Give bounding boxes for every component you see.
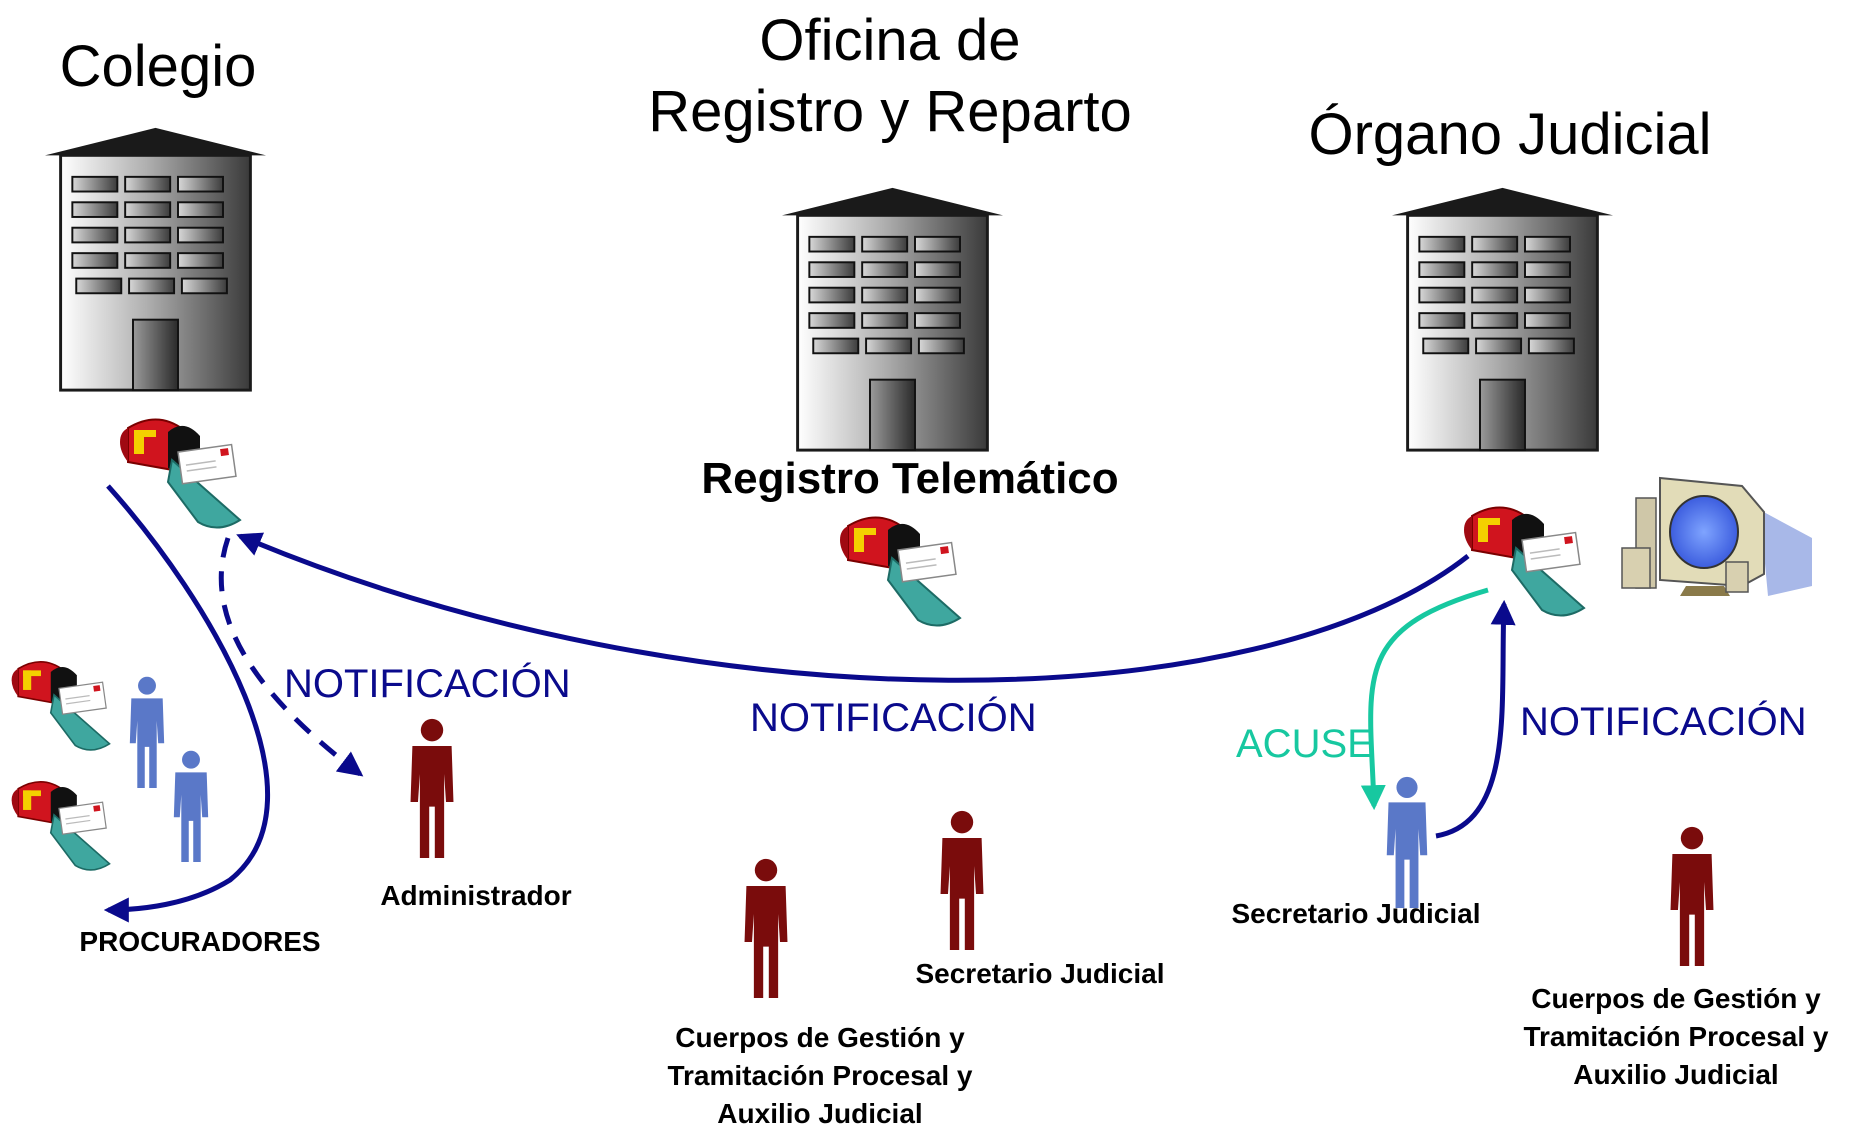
- administrador-person-icon: [410, 718, 454, 858]
- notificacion-dashed-label: NOTIFICACIÓN: [284, 662, 571, 706]
- computer-icon: [1621, 476, 1812, 596]
- procurador-person-icon: [173, 750, 209, 862]
- registro-telematico-label: Registro Telemático: [701, 454, 1119, 503]
- secretario-center-person-icon: [940, 810, 984, 950]
- notificacion-main-label: NOTIFICACIÓN: [750, 696, 1037, 740]
- cuerpos-right-label: Cuerpos de Gestión y Tramitación Procesa…: [1523, 983, 1829, 1090]
- registro-mailbox-icon: [839, 516, 961, 627]
- organo-mailbox-icon: [1463, 506, 1585, 617]
- colegio-mailbox-icon: [119, 418, 241, 529]
- acuse-label: ACUSE: [1236, 722, 1374, 766]
- cuerpos-center-person-icon: [744, 858, 788, 998]
- procurador-person-icon: [129, 676, 165, 788]
- notificacion-right-label: NOTIFICACIÓN: [1520, 700, 1807, 744]
- organo-building-icon: [1390, 186, 1615, 452]
- title-organo: Órgano Judicial: [1308, 102, 1712, 167]
- procuradores-arrow: [103, 484, 271, 923]
- notificacion-right-arrow: [1435, 599, 1516, 839]
- notificacion-dashed-arrow: [218, 537, 364, 777]
- acuse-arrow: [1360, 587, 1489, 811]
- cuerpos-right-person-icon: [1670, 826, 1714, 966]
- secretario-right-label: Secretario Judicial: [1231, 898, 1481, 929]
- notificacion-main-arrow: [236, 532, 1470, 683]
- cuerpos-center-label: Cuerpos de Gestión y Tramitación Procesa…: [667, 1022, 973, 1126]
- oficina-building-icon: [780, 186, 1005, 452]
- procurador-mailbox-icon: [10, 660, 111, 751]
- secretario-center-label: Secretario Judicial: [915, 958, 1165, 989]
- procurador-mailbox-icon: [10, 780, 111, 871]
- title-colegio: Colegio: [59, 34, 257, 99]
- procuradores-label: PROCURADORES: [79, 926, 321, 957]
- title-oficina: Oficina de Registro y Reparto: [648, 8, 1132, 144]
- secretario-right-person-icon: [1386, 776, 1428, 908]
- administrador-label: Administrador: [380, 880, 572, 911]
- colegio-building-icon: [43, 126, 268, 392]
